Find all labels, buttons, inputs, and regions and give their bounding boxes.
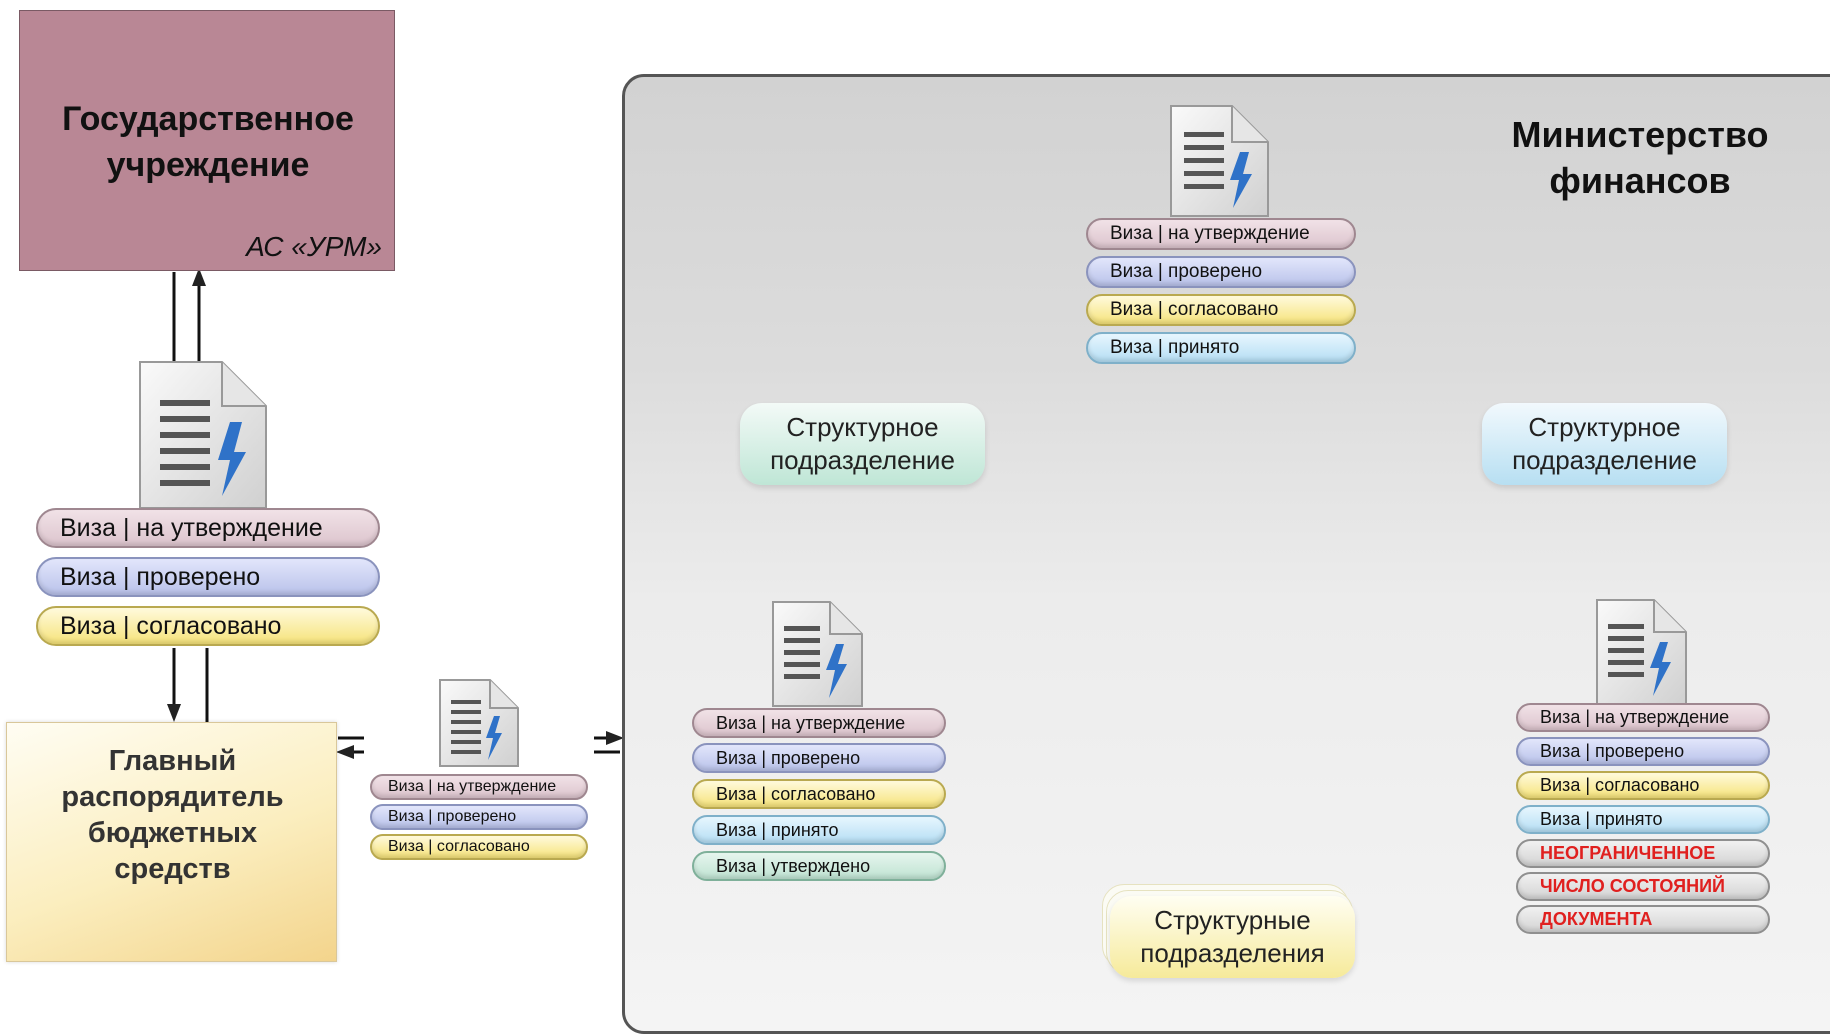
document-icon [139, 361, 267, 509]
unit-right-line1: Структурное [1528, 412, 1681, 442]
gov-title-line1: Государственное [62, 100, 354, 138]
visa-accepted: Виза | принято [692, 815, 946, 845]
lightning-icon [1650, 642, 1671, 696]
ministry-line2: финансов [1549, 160, 1731, 201]
visa-for-approval: Виза | на утверждение [1086, 218, 1356, 250]
main-budget-manager-title: Главный распорядитель бюджетных средств [7, 743, 338, 887]
gov-system-label: АС «УРМ» [246, 231, 382, 262]
grbs-line3: бюджетных [87, 817, 258, 849]
visa-agreed: Виза | согласовано [1516, 771, 1770, 800]
gov-title-line2: учреждение [106, 146, 310, 184]
visa-approved: Виза | утверждено [692, 851, 946, 881]
gov-institution-title: Государственное учреждение [20, 96, 396, 188]
visa-for-approval: Виза | на утверждение [692, 708, 946, 738]
state-document: ДОКУМЕНТА [1516, 905, 1770, 934]
visa-for-approval: Виза | на утверждение [36, 508, 380, 548]
document-icon [439, 679, 519, 767]
visa-for-approval: Виза | на утверждение [1516, 703, 1770, 732]
structural-unit-right: Структурное подразделение [1482, 403, 1727, 485]
visa-for-approval: Виза | на утверждение [370, 774, 588, 800]
structural-units-bottom: Структурные подразделения [1110, 896, 1355, 978]
visa-checked: Виза | проверено [370, 804, 588, 830]
visa-checked: Виза | проверено [692, 743, 946, 773]
visa-agreed: Виза | согласовано [692, 779, 946, 809]
unit-bottom-line2: подразделения [1140, 938, 1325, 968]
visa-accepted: Виза | принято [1516, 805, 1770, 834]
state-unlimited: НЕОГРАНИЧЕННОЕ [1516, 839, 1770, 868]
document-icon [772, 601, 863, 707]
visa-checked: Виза | проверено [36, 557, 380, 597]
visa-agreed: Виза | согласовано [36, 606, 380, 646]
lightning-icon [218, 422, 246, 496]
ministry-title: Министерство финансов [1490, 112, 1790, 204]
main-budget-manager-box: Главный распорядитель бюджетных средств [6, 722, 337, 962]
ministry-line1: Министерство [1511, 114, 1769, 155]
grbs-line2: распорядитель [61, 781, 284, 813]
document-icon [1170, 105, 1269, 217]
unit-left-line1: Структурное [786, 412, 939, 442]
lightning-icon [486, 716, 502, 760]
visa-checked: Виза | проверено [1086, 256, 1356, 288]
lightning-icon [826, 644, 847, 698]
grbs-line4: средств [114, 853, 231, 885]
gov-institution-box: Государственное учреждение АС «УРМ» [19, 10, 395, 271]
visa-agreed: Виза | согласовано [1086, 294, 1356, 326]
document-icon [1596, 599, 1687, 705]
structural-unit-left: Структурное подразделение [740, 403, 985, 485]
state-count: ЧИСЛО СОСТОЯНИЙ [1516, 872, 1770, 901]
visa-agreed: Виза | согласовано [370, 834, 588, 860]
grbs-line1: Главный [108, 745, 237, 777]
unit-right-line2: подразделение [1512, 445, 1697, 475]
visa-checked: Виза | проверено [1516, 737, 1770, 766]
visa-accepted: Виза | принято [1086, 332, 1356, 364]
unit-bottom-line1: Структурные [1154, 905, 1311, 935]
unit-left-line2: подразделение [770, 445, 955, 475]
lightning-icon [1230, 152, 1252, 208]
